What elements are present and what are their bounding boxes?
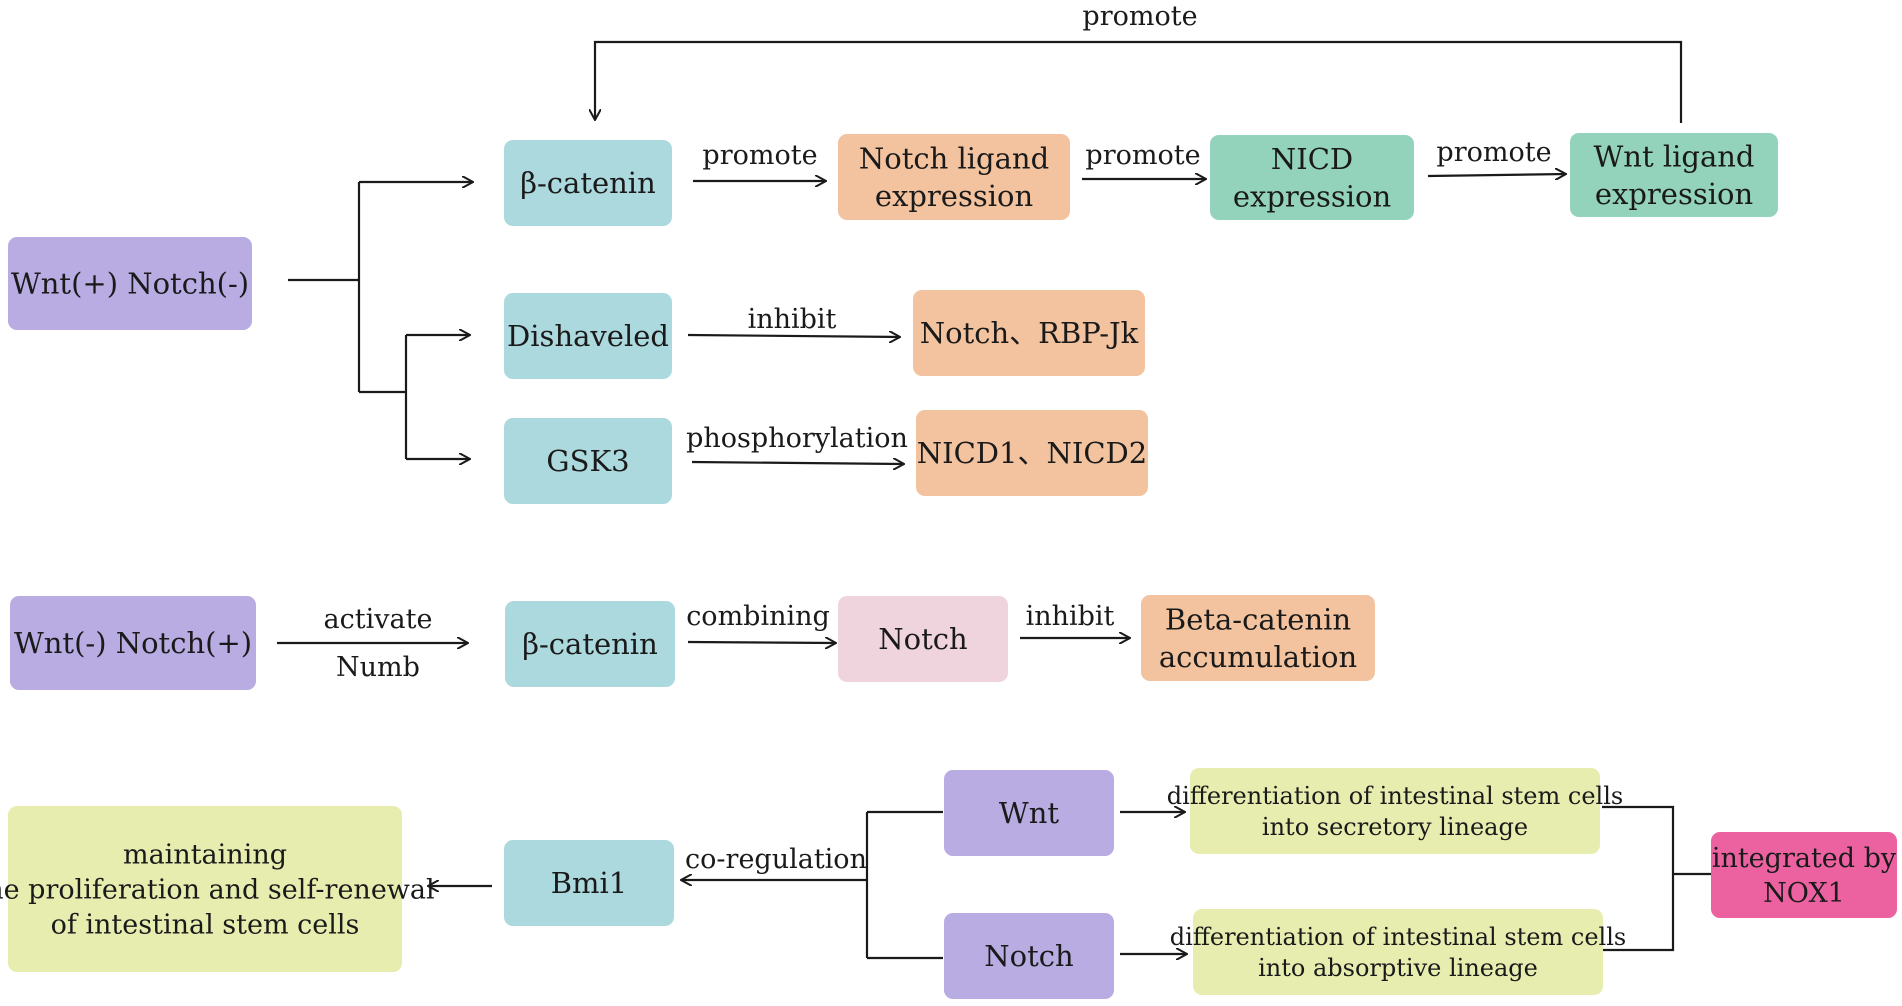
node-box: [1190, 768, 1600, 854]
node-wnt: Wnt: [944, 770, 1114, 856]
node-label: differentiation of intestinal stem cells: [1167, 782, 1623, 810]
node-notch-b: Notch: [944, 913, 1114, 999]
node-label: expression: [1595, 177, 1753, 211]
label-combining: combining: [686, 601, 830, 632]
label-promote-top: promote: [1082, 1, 1197, 32]
node-label: β-catenin: [520, 166, 656, 200]
arrow-inhibit-1: [687, 335, 900, 337]
arrow-promote-3: [1427, 174, 1566, 176]
label-activate: activate: [324, 604, 433, 635]
node-beta-catenin-2: β-catenin: [505, 601, 675, 687]
node-label: Wnt ligand: [1593, 139, 1754, 173]
label-co-regulation: co-regulation: [685, 844, 867, 875]
node-label: Notch: [878, 622, 967, 656]
node-box: [10, 596, 256, 690]
node-label: integrated by: [1712, 843, 1897, 874]
node-dishaveled: Dishaveled: [504, 293, 672, 379]
node-box: [838, 134, 1070, 220]
node-box: [913, 290, 1145, 376]
nodes: Wnt(+) Notch(-) β-catenin Notch ligand expr…: [0, 133, 1897, 999]
node-label: Notch: [984, 939, 1073, 973]
node-box: [1711, 832, 1897, 918]
node-nox1: integrated by NOX1: [1711, 832, 1897, 918]
node-box: [504, 418, 672, 504]
arrow-combining: [687, 642, 836, 643]
node-label: NICD: [1271, 142, 1353, 176]
node-label: NICD1、NICD2: [917, 436, 1147, 470]
node-label: expression: [1233, 180, 1391, 214]
node-box: [838, 596, 1008, 682]
node-box: [1210, 135, 1414, 220]
nox1-bracket: [1602, 805, 1675, 952]
node-box: [8, 806, 402, 972]
node-label: differentiation of intestinal stem cells: [1170, 923, 1626, 951]
feedback-promote-arrow: [595, 40, 1683, 123]
node-gsk3: GSK3: [504, 418, 672, 504]
node-label: of intestinal stem cells: [51, 910, 360, 941]
node-label: into secretory lineage: [1262, 813, 1528, 841]
node-box: [8, 237, 252, 330]
node-notch-ligand: Notch ligand expression: [838, 134, 1070, 220]
node-box: [944, 770, 1114, 856]
node-box: [504, 140, 672, 226]
node-label: Wnt(+) Notch(-): [11, 267, 249, 301]
node-box: [504, 293, 672, 379]
label-promote-2: promote: [1085, 140, 1200, 171]
node-label: Bmi1: [551, 866, 628, 900]
label-inhibit-2: inhibit: [1026, 601, 1115, 632]
node-label: β-catenin: [522, 627, 658, 661]
node-beta-catenin-1: β-catenin: [504, 140, 672, 226]
node-label: Notch、RBP-Jk: [920, 316, 1139, 350]
node-label: Beta-catenin: [1165, 602, 1351, 636]
node-box: [505, 601, 675, 687]
node-label: into absorptive lineage: [1258, 954, 1538, 982]
node-diff-secretory: differentiation of intestinal stem cells…: [1167, 768, 1623, 854]
label-promote-1: promote: [702, 140, 817, 171]
node-label: Notch ligand: [859, 141, 1049, 175]
node-wnt-ligand: Wnt ligand expression: [1570, 133, 1778, 217]
node-maintaining: maintaining the proliferation and self-re…: [0, 806, 435, 972]
label-inhibit-1: inhibit: [748, 304, 837, 335]
node-notch: Notch: [838, 596, 1008, 682]
node-label: accumulation: [1159, 640, 1357, 674]
node-box: [1193, 909, 1603, 995]
node-label: expression: [875, 179, 1033, 213]
node-nicd12: NICD1、NICD2: [916, 410, 1148, 496]
node-wnt-pos-notch-neg: Wnt(+) Notch(-): [8, 237, 252, 330]
node-box: [504, 840, 674, 926]
arrow-phosphorylation: [691, 462, 904, 464]
label-numb: Numb: [336, 652, 420, 683]
edge-labels: promote promote promote promote inhibit …: [324, 1, 1552, 875]
node-label: GSK3: [546, 444, 629, 478]
node-label: the proliferation and self-renewal: [0, 874, 435, 905]
node-beta-accum: Beta-catenin accumulation: [1141, 595, 1375, 681]
node-box: [944, 913, 1114, 999]
node-box: [916, 410, 1148, 496]
node-box: [1570, 133, 1778, 217]
node-label: maintaining: [123, 839, 287, 870]
label-promote-3: promote: [1436, 137, 1551, 168]
node-label: Wnt(-) Notch(+): [14, 626, 252, 660]
node-label: NOX1: [1763, 878, 1845, 909]
node-bmi1: Bmi1: [504, 840, 674, 926]
node-nicd-expr: NICD expression: [1210, 135, 1414, 220]
label-phosphorylation: phosphorylation: [686, 423, 908, 454]
node-box: [1141, 595, 1375, 681]
node-diff-absorptive: differentiation of intestinal stem cells…: [1170, 909, 1626, 995]
node-notch-rbpjk: Notch、RBP-Jk: [913, 290, 1145, 376]
connector-lines: [277, 40, 1711, 958]
node-label: Dishaveled: [507, 319, 669, 353]
node-label: Wnt: [999, 796, 1059, 830]
node-wnt-neg-notch-pos: Wnt(-) Notch(+): [10, 596, 256, 690]
